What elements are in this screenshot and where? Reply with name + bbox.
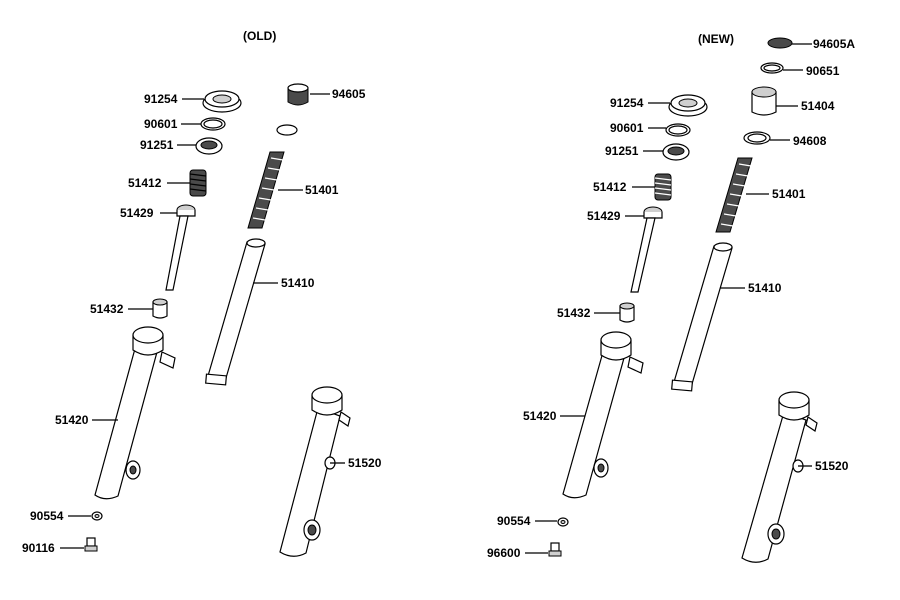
- part-51404-new: 51404: [751, 86, 835, 116]
- label-91251-new: 91251: [605, 144, 639, 158]
- label-51520-new: 51520: [815, 459, 849, 473]
- label-90651-new: 90651: [806, 64, 840, 78]
- label-91254-new: 91254: [610, 96, 644, 110]
- label-91251-old: 91251: [140, 138, 174, 152]
- part-90601-old: 90601: [144, 117, 226, 131]
- label-51420-new: 51420: [523, 409, 557, 423]
- header-new: (NEW): [698, 32, 734, 46]
- part-51429-new: 51429: [587, 206, 663, 293]
- part-51412-old: 51412: [128, 169, 207, 197]
- part-94608-new: 94608: [743, 131, 827, 148]
- part-91251-new: 91251: [605, 143, 690, 161]
- part-51401-old: 51401: [247, 151, 339, 229]
- part-51520-new: 51520: [741, 391, 849, 563]
- label-90116-old: 90116: [22, 541, 55, 555]
- part-51412-new: 51412: [593, 173, 672, 201]
- label-51429-new: 51429: [587, 209, 621, 223]
- label-90601-new: 90601: [610, 121, 644, 135]
- part-51432-new: 51432: [557, 302, 635, 323]
- label-96600-new: 96600: [487, 546, 521, 560]
- part-90554-old: 90554: [30, 509, 103, 523]
- part-51401-new: 51401: [715, 157, 806, 233]
- label-51410-old: 51410: [281, 276, 315, 290]
- part-51420-old: 51420: [55, 326, 176, 500]
- part-91251-old: 91251: [140, 137, 223, 155]
- part-51432-old: 51432: [90, 298, 168, 319]
- label-94608-new: 94608: [793, 134, 827, 148]
- part-96600-new: 96600: [487, 542, 562, 560]
- label-51520-old: 51520: [348, 456, 382, 470]
- part-94605-old: 94605: [287, 83, 366, 106]
- part-90601-new: 90601: [610, 121, 691, 137]
- label-51401-new: 51401: [772, 187, 806, 201]
- label-51412-new: 51412: [593, 180, 627, 194]
- label-91254-old: 91254: [144, 92, 178, 106]
- label-51432-old: 51432: [90, 302, 124, 316]
- label-90601-old: 90601: [144, 117, 178, 131]
- label-51432-new: 51432: [557, 306, 591, 320]
- part-94605A-new: 94605A: [767, 37, 855, 51]
- old-assembly: 91254 90601 91251 51412: [22, 83, 382, 557]
- label-94605A-new: 94605A: [813, 37, 855, 51]
- part-51520-old: 51520: [279, 386, 382, 557]
- part-51429-old: 51429: [120, 204, 196, 291]
- label-90554-new: 90554: [497, 514, 531, 528]
- header-old: (OLD): [243, 29, 276, 43]
- part-90554-new: 90554: [497, 514, 569, 528]
- label-51420-old: 51420: [55, 413, 89, 427]
- label-94605-old: 94605: [332, 87, 366, 101]
- part-91254-new: 91254: [610, 94, 708, 117]
- label-90554-old: 90554: [30, 509, 64, 523]
- label-51410-new: 51410: [748, 281, 782, 295]
- part-51420-new: 51420: [523, 331, 644, 499]
- new-assembly: 94605A 90651 51404 94608: [487, 37, 855, 563]
- label-51412-old: 51412: [128, 176, 162, 190]
- part-90116-old: 90116: [22, 537, 98, 555]
- label-51401-old: 51401: [305, 183, 339, 197]
- part-90651-new: 90651: [760, 62, 840, 78]
- part-51410-new: 51410: [671, 242, 782, 392]
- part-91254-old: 91254: [144, 90, 242, 113]
- label-51404-new: 51404: [801, 99, 835, 113]
- o-ring-old: [276, 124, 298, 136]
- label-51429-old: 51429: [120, 206, 154, 220]
- part-51410-old: 51410: [205, 238, 315, 386]
